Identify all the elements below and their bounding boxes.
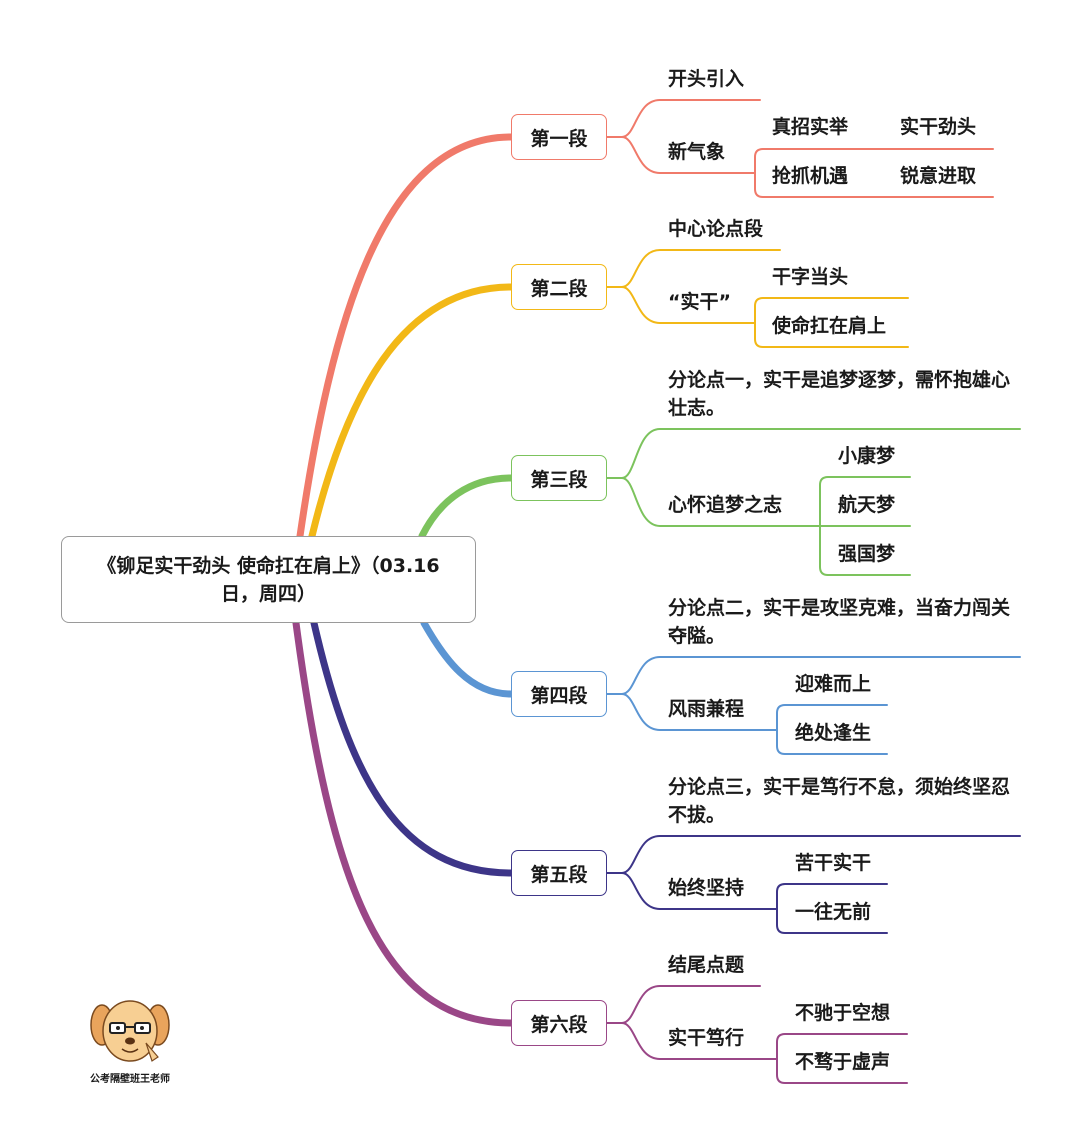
trunk-line-2 [308,283,515,540]
section-3-node[interactable]: 第三段 [511,455,607,501]
section-5-topic-line [621,872,778,910]
section-3-leaf-line-3 [819,525,911,576]
section-6-intro-line [621,985,761,1024]
section-1-leaf-line-1 [754,148,994,174]
section-3-intro-line [621,428,1021,479]
section-1-node[interactable]: 第一段 [511,114,607,160]
section-5-node[interactable]: 第五段 [511,850,607,896]
section-6-node[interactable]: 第六段 [511,1000,607,1046]
section-3-leaf-3: 强国梦 [838,543,896,565]
section-4-intro-line [621,656,1021,695]
section-5-leaf-line-1 [776,883,888,910]
section-6-intro: 结尾点题 [668,954,745,976]
section-2-leaf-1: 干字当头 [772,266,849,288]
section-1-topic: 新气象 [668,141,726,163]
section-5-leaf-line-2 [776,908,888,934]
section-4-leaf-1: 迎难而上 [795,673,872,695]
section-3-leaf-1: 小康梦 [838,445,896,467]
section-1-leaf-1: 真招实举 [772,116,849,138]
watermark-caption: 公考隔壁班王老师 [90,1074,170,1085]
section-6-leaf-1: 不驰于空想 [795,1002,891,1024]
section-2-label: 第二段 [530,277,588,300]
section-6-label: 第六段 [530,1013,588,1036]
section-5-intro: 分论点三，实干是笃行不怠，须始终坚忍不拔。 [668,776,1011,826]
section-6-topic: 实干笃行 [668,1027,745,1049]
section-1-leaf-3: 抢抓机遇 [772,165,849,187]
dog-mascot-icon [90,1000,170,1062]
section-6-leaf-line-1 [776,1033,908,1060]
section-4-topic-line [621,693,778,731]
section-2-leaf-line-2 [754,322,909,348]
section-5-intro-line [621,835,1021,874]
section-2-intro-line [621,249,781,288]
section-1-leaf-2: 实干劲头 [900,116,977,138]
section-4-node[interactable]: 第四段 [511,671,607,717]
section-3-label: 第三段 [530,468,588,491]
section-4-topic: 风雨兼程 [668,698,745,720]
section-1-leaf-line-2 [754,172,994,198]
section-2-topic-line [621,286,756,324]
section-2-node[interactable]: 第二段 [511,264,607,310]
section-3-leaf-2: 航天梦 [838,494,896,516]
section-1-topic-line [621,136,756,174]
section-6-topic-line [621,1022,778,1060]
section-2-topic: “实干” [668,291,731,313]
root-title: 《铆足实干劲头 使命扛在肩上》（03.16日，周四） [97,554,440,605]
section-3-topic-line [621,477,821,527]
section-6-leaf-2: 不骛于虚声 [795,1051,891,1073]
section-4-label: 第四段 [530,684,588,707]
root-topic[interactable]: 《铆足实干劲头 使命扛在肩上》（03.16日，周四） [61,536,476,623]
section-4-leaf-2: 绝处逢生 [795,722,872,744]
trunk-line-4 [420,619,515,698]
section-3-leaf-line-1 [819,476,911,527]
section-5-leaf-1: 苦干实干 [795,852,872,874]
trunk-line-1 [296,133,515,540]
section-2-intro: 中心论点段 [668,218,764,240]
section-4-leaf-line-2 [776,729,888,755]
section-4-leaf-line-1 [776,704,888,731]
section-3-intro: 分论点一，实干是追梦逐梦，需怀抱雄心壮志。 [668,369,1011,419]
section-4-intro: 分论点二，实干是攻坚克难，当奋力闯关夺隘。 [668,597,1011,647]
section-1-label: 第一段 [530,127,588,150]
trunk-line-5 [310,619,515,877]
section-1-intro: 开头引入 [668,68,745,90]
section-5-topic: 始终坚持 [668,877,745,899]
trunk-line-6 [292,619,515,1027]
trunk-line-3 [418,474,515,540]
section-5-label: 第五段 [530,863,588,886]
section-2-leaf-2: 使命扛在肩上 [772,315,887,337]
section-1-leaf-4: 锐意进取 [900,165,977,187]
section-5-leaf-2: 一往无前 [795,901,872,923]
section-3-topic: 心怀追梦之志 [668,494,783,516]
section-2-leaf-line-1 [754,297,909,324]
section-1-intro-line [621,99,761,138]
section-6-leaf-line-2 [776,1058,908,1084]
